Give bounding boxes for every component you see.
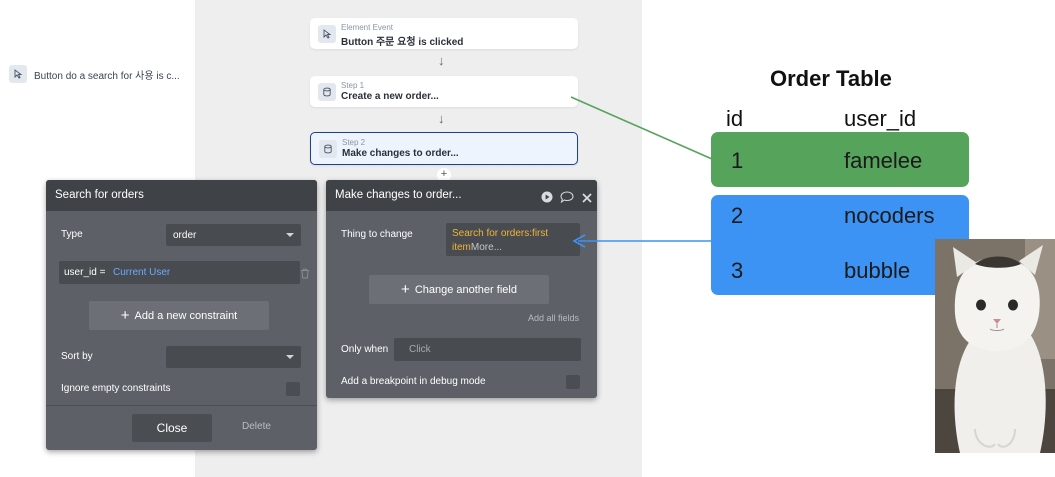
panel-divider bbox=[46, 405, 317, 406]
flow-arrow-down-icon: ↓ bbox=[438, 111, 445, 126]
plus-icon: + bbox=[401, 280, 410, 298]
thing-value-line2-wrap: itemMore... bbox=[452, 242, 502, 253]
cursor-click-icon bbox=[9, 65, 27, 83]
ignore-empty-label: Ignore empty constraints bbox=[61, 383, 171, 394]
step2-card[interactable]: Step 2 Make changes to order... bbox=[310, 132, 578, 165]
close-icon[interactable] bbox=[582, 190, 592, 208]
cursor-click-icon bbox=[318, 25, 336, 43]
type-dropdown[interactable]: order bbox=[166, 224, 301, 246]
database-icon bbox=[318, 83, 336, 101]
search-panel-header: Search for orders bbox=[46, 180, 317, 211]
sort-by-label: Sort by bbox=[61, 351, 93, 362]
only-when-placeholder: Click bbox=[409, 344, 431, 355]
event-title: Button 주문 요청 is clicked bbox=[341, 37, 464, 48]
constraint-field: user_id = bbox=[64, 267, 106, 278]
add-constraint-button[interactable]: + Add a new constraint bbox=[89, 301, 269, 330]
flow-arrow-down-icon: ↓ bbox=[438, 53, 445, 68]
plus-icon: + bbox=[120, 306, 130, 324]
thing-value-line1: Search for orders:first bbox=[452, 228, 549, 239]
cat-photo bbox=[935, 239, 1055, 453]
add-constraint-label: Add a new constraint bbox=[134, 309, 238, 322]
add-all-fields-link[interactable]: Add all fields bbox=[528, 313, 580, 323]
event-card[interactable]: Element Event Button 주문 요청 is clicked bbox=[310, 18, 578, 49]
changes-panel-header: Make changes to order... bbox=[326, 180, 597, 211]
step1-card[interactable]: Step 1 Create a new order... bbox=[310, 76, 578, 107]
table-row-green bbox=[711, 132, 969, 187]
more-link[interactable]: More... bbox=[470, 242, 503, 253]
step1-title: Create a new order... bbox=[341, 91, 439, 102]
column-header-id: id bbox=[726, 106, 744, 131]
trash-icon[interactable] bbox=[300, 266, 310, 284]
event-caption: Element Event bbox=[341, 23, 394, 32]
column-header-user-id: user_id bbox=[844, 106, 917, 131]
breakpoint-checkbox[interactable] bbox=[566, 375, 580, 389]
thing-to-change-field[interactable]: Search for orders:first itemMore... bbox=[446, 223, 580, 256]
close-button[interactable]: Close bbox=[132, 414, 212, 442]
changes-panel-title: Make changes to order... bbox=[335, 189, 462, 201]
play-icon[interactable] bbox=[541, 190, 553, 208]
table-rows-blue bbox=[711, 195, 969, 295]
constraint-value[interactable]: Current User bbox=[113, 267, 171, 278]
search-panel-title: Search for orders bbox=[55, 189, 144, 201]
database-icon bbox=[319, 140, 337, 158]
table-cell-user-id: bubble bbox=[844, 258, 911, 283]
change-another-field-label: Change another field bbox=[414, 283, 517, 296]
constraint-row[interactable]: user_id = Current User bbox=[59, 261, 300, 284]
table-cell-user-id: nocoders bbox=[844, 203, 935, 228]
left-event-trigger[interactable]: Button do a search for 사용 is c... bbox=[9, 65, 180, 83]
step2-caption: Step 2 bbox=[342, 138, 366, 147]
table-cell-id: 1 bbox=[731, 148, 744, 173]
delete-button[interactable]: Delete bbox=[242, 421, 271, 432]
sort-by-dropdown[interactable] bbox=[166, 346, 301, 368]
comment-icon[interactable] bbox=[560, 190, 574, 208]
order-table-title: Order Table bbox=[770, 66, 892, 91]
thing-value-line2: item bbox=[452, 242, 471, 253]
add-step-plus-icon[interactable]: + bbox=[437, 168, 451, 182]
changes-panel: Make changes to order... Thing to change… bbox=[326, 180, 597, 398]
chevron-down-icon bbox=[286, 355, 294, 359]
ignore-empty-checkbox[interactable] bbox=[286, 382, 300, 396]
left-event-label: Button do a search for 사용 is c... bbox=[34, 70, 180, 82]
type-value: order bbox=[173, 230, 197, 241]
breakpoint-label: Add a breakpoint in debug mode bbox=[341, 376, 486, 387]
step1-caption: Step 1 bbox=[341, 81, 365, 90]
only-when-label: Only when bbox=[341, 344, 389, 355]
thing-to-change-label: Thing to change bbox=[341, 229, 413, 240]
type-label: Type bbox=[61, 229, 83, 240]
only-when-input[interactable]: Click bbox=[394, 338, 581, 361]
table-cell-id: 3 bbox=[731, 258, 744, 283]
change-another-field-button[interactable]: + Change another field bbox=[369, 275, 549, 304]
search-panel: Search for orders Type order user_id = C… bbox=[46, 180, 317, 450]
table-cell-user-id: famelee bbox=[844, 148, 923, 173]
chevron-down-icon bbox=[286, 233, 294, 237]
step2-title: Make changes to order... bbox=[342, 148, 459, 159]
table-cell-id: 2 bbox=[731, 203, 744, 228]
close-label: Close bbox=[156, 421, 188, 435]
